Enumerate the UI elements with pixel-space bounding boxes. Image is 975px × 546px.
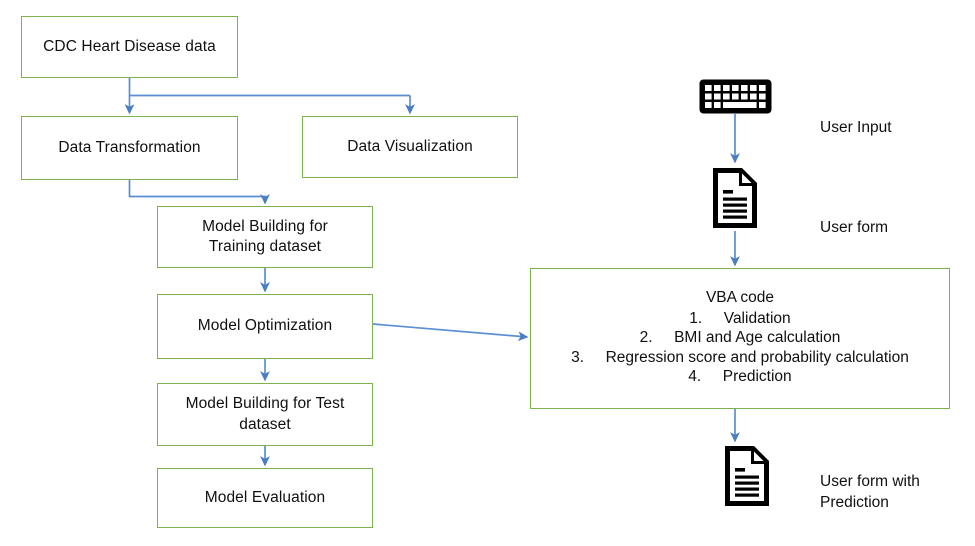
vba-step: 1. Validation [531, 309, 949, 329]
node-model-evaluation[interactable]: Model Evaluation [157, 468, 373, 528]
vba-step-number: 1. [689, 309, 703, 327]
node-data-transformation[interactable]: Data Transformation [21, 116, 238, 180]
node-label: Model Optimization [197, 317, 333, 335]
node-model-building-test[interactable]: Model Building for Test dataset [157, 383, 373, 446]
vba-step-list: 1. Validation 2. BMI and Age calculation… [531, 309, 949, 387]
node-label: CDC Heart Disease data [43, 37, 216, 55]
node-model-building-training[interactable]: Model Building for Training dataset [157, 206, 373, 268]
vba-step-text: Prediction [722, 368, 792, 386]
label-text: User form with Prediction [820, 472, 920, 511]
node-cdc-heart-disease-data[interactable]: CDC Heart Disease data [21, 16, 238, 78]
node-label: Model Building for Test dataset [185, 395, 345, 433]
node-vba-code[interactable]: VBA code 1. Validation 2. BMI and Age ca… [530, 268, 950, 409]
vba-title: VBA code [705, 289, 775, 307]
connector-cdc-to-bus [128, 78, 410, 97]
node-label: Data Visualization [347, 137, 473, 155]
vba-step: 3. Regression score and probability calc… [531, 348, 949, 368]
node-label: Model Evaluation [204, 488, 326, 506]
node-label: Model Building for Training dataset [202, 217, 328, 255]
vba-step-text: Regression score and probability calcula… [605, 348, 909, 366]
connector-optimize-to-vba [372, 323, 529, 342]
label-user-form: User form [820, 197, 888, 239]
label-text: User Input [820, 118, 892, 136]
label-text: User form [820, 218, 889, 236]
connector-transform-to-build-train [128, 180, 270, 205]
keyboard-icon [699, 79, 772, 114]
vba-step-number: 4. [688, 368, 702, 386]
vba-step: 4. Prediction [531, 367, 949, 387]
vba-step-number: 2. [639, 329, 653, 347]
document-icon [722, 444, 772, 509]
document-icon [710, 166, 760, 231]
vba-step-text: Validation [723, 309, 791, 327]
node-model-optimization[interactable]: Model Optimization [157, 294, 373, 359]
node-label: Data Transformation [58, 138, 201, 156]
label-user-form-with-prediction: User form with Prediction [820, 451, 920, 514]
vba-step-text: BMI and Age calculation [674, 329, 841, 347]
vba-step-number: 3. [571, 348, 585, 366]
node-data-visualization[interactable]: Data Visualization [302, 116, 518, 178]
label-user-input: User Input [820, 97, 892, 139]
vba-step: 2. BMI and Age calculation [531, 328, 949, 348]
